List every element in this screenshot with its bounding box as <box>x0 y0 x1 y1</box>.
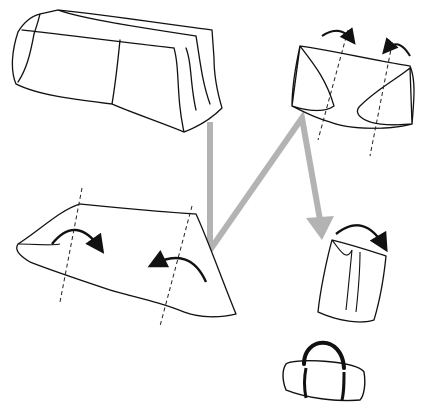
step-5-put-in-bag <box>283 343 365 401</box>
bag-icon <box>283 361 365 401</box>
flow-arrow <box>210 118 334 250</box>
step-3-fold-ends-inward <box>17 188 236 326</box>
flow-arrowhead <box>306 216 334 240</box>
step-4-fold-in-half <box>318 225 386 322</box>
step-2-fold-both-sides-inward <box>292 30 414 156</box>
step-1-cover-spread-out <box>12 10 222 132</box>
